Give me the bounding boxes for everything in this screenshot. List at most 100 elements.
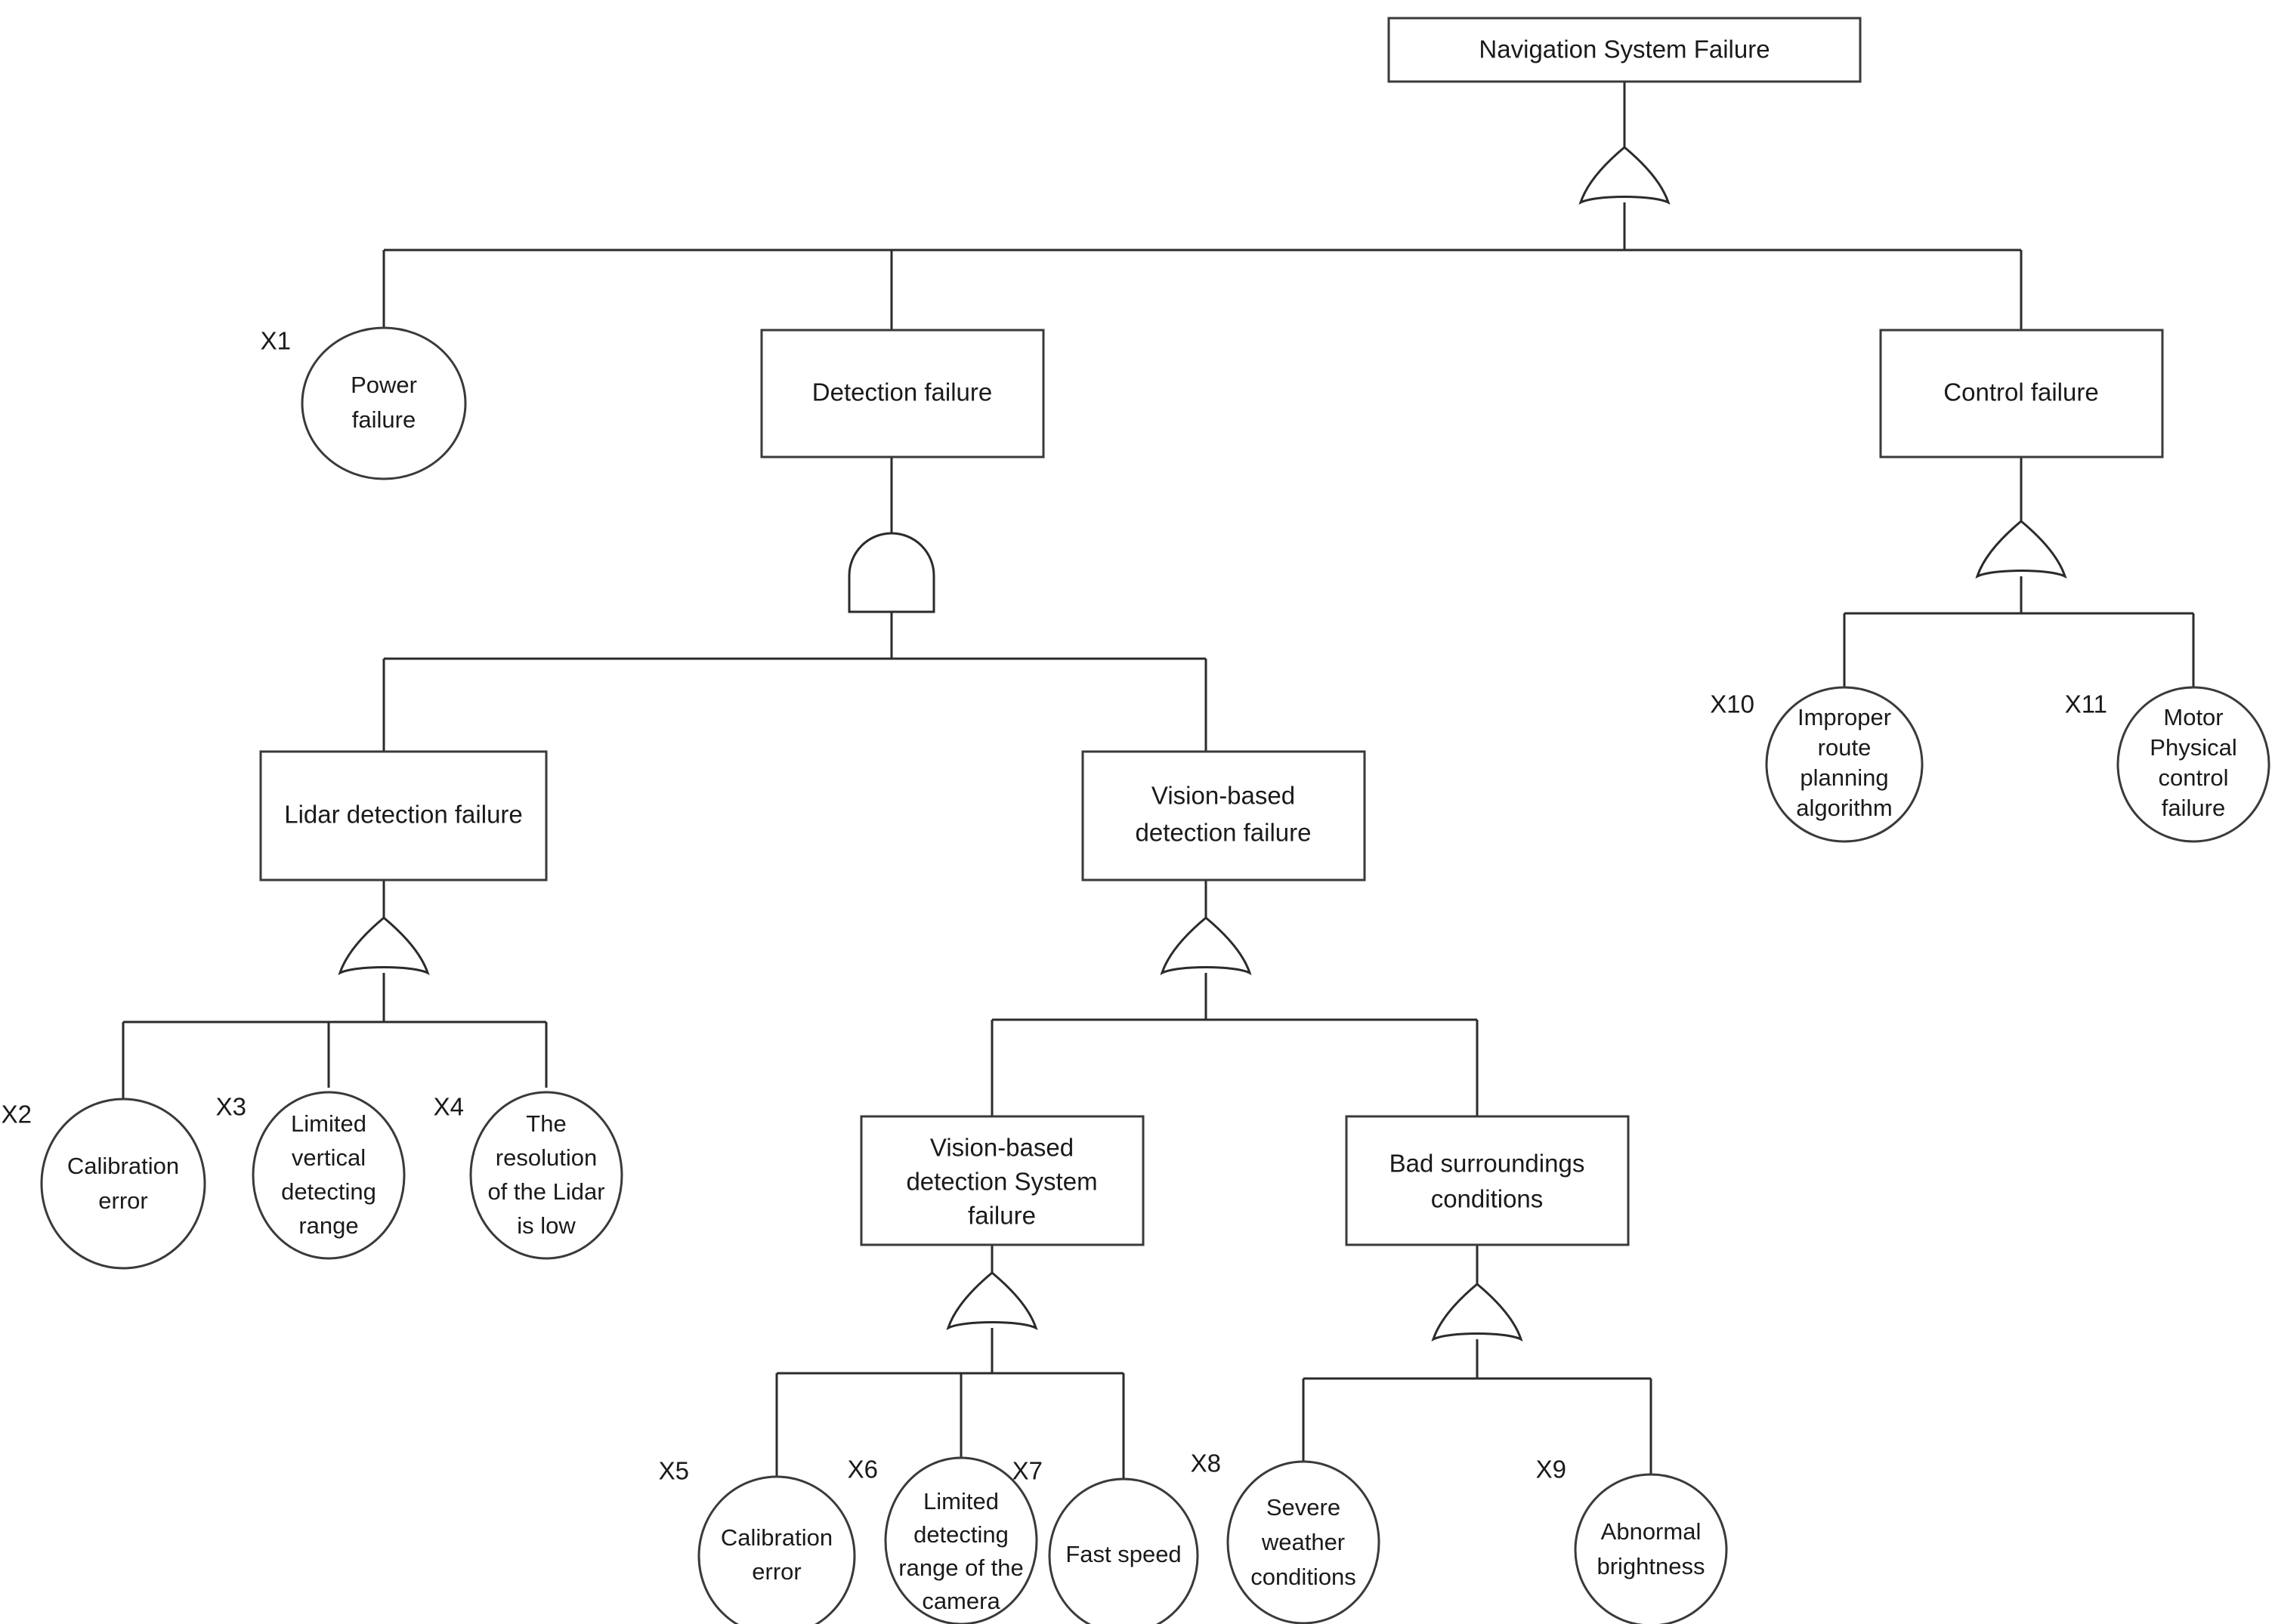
x1-line-2: failure (352, 406, 416, 433)
x6-tag: X6 (848, 1456, 878, 1484)
control-failure-box[interactable] (1879, 329, 2164, 458)
x4-ellipse[interactable] (469, 1091, 623, 1260)
x2-line-1: Calibration (67, 1153, 179, 1179)
x6-line-4: camera (922, 1588, 1000, 1614)
vision-based-detection-system-failure-box[interactable] (860, 1115, 1145, 1246)
top-event-label: Navigation System Failure (1479, 36, 1770, 63)
x5-line-1: Calibration (721, 1524, 833, 1551)
x11-line-3: control (2158, 764, 2228, 791)
x5-tag: X5 (659, 1457, 689, 1485)
gate-layer (338, 146, 2067, 1341)
node-x6-limited-detecting-range-camera[interactable]: X6 Limited detecting range of the camera (848, 1456, 1038, 1624)
bad-surroundings-line-1: Bad surroundings (1389, 1150, 1585, 1178)
bad-surroundings-conditions-box[interactable] (1345, 1115, 1630, 1246)
vision-based-detection-failure-box[interactable] (1081, 750, 1366, 881)
vision-system-failure-line-3: failure (968, 1202, 1036, 1230)
node-x8-severe-weather-conditions[interactable]: X8 Severe weather conditions (1191, 1450, 1380, 1624)
x8-ellipse[interactable] (1226, 1460, 1380, 1624)
and-gate-detection (848, 532, 935, 613)
x3-line-4: range (298, 1212, 358, 1239)
x7-tag: X7 (1012, 1457, 1043, 1485)
x9-line-1: Abnormal (1601, 1518, 1702, 1545)
vision-system-failure-line-1: Vision-based (930, 1134, 1074, 1162)
x4-line-3: of the Lidar (487, 1178, 604, 1205)
x10-line-4: algorithm (1796, 795, 1893, 821)
node-bad-surroundings-conditions[interactable]: Bad surroundings conditions (1345, 1115, 1630, 1246)
bad-surroundings-line-2: conditions (1431, 1185, 1544, 1213)
x11-line-4: failure (2162, 795, 2225, 821)
x1-ellipse[interactable] (301, 326, 467, 480)
x4-tag: X4 (434, 1093, 464, 1121)
node-x9-abnormal-brightness[interactable]: X9 Abnormal brightness (1536, 1456, 1728, 1624)
x10-line-2: route (1818, 734, 1872, 761)
x10-line-3: planning (1800, 764, 1888, 791)
or-gate-control (1975, 520, 2067, 579)
lidar-detection-failure-label: Lidar detection failure (284, 801, 523, 829)
detection-failure-label: Detection failure (812, 378, 992, 406)
lidar-detection-failure-box[interactable] (259, 750, 548, 881)
x10-line-1: Improper (1797, 704, 1891, 730)
node-x1-power-failure[interactable]: X1 Power failure (261, 326, 467, 480)
x10-tag: X10 (1710, 690, 1754, 718)
x9-tag: X9 (1536, 1456, 1566, 1484)
x11-line-2: Physical (2150, 734, 2236, 761)
x6-line-2: detecting (913, 1521, 1009, 1548)
node-x5-calibration-error[interactable]: X5 Calibration error (659, 1457, 856, 1624)
x9-line-2: brightness (1597, 1553, 1705, 1579)
vision-system-failure-line-2: detection System (906, 1168, 1097, 1196)
x5-ellipse[interactable] (697, 1475, 856, 1624)
node-x2-calibration-error[interactable]: X2 Calibration error (2, 1098, 206, 1270)
x3-line-2: vertical (292, 1144, 366, 1171)
x5-line-2: error (752, 1558, 801, 1585)
or-gate-vision-system (946, 1271, 1038, 1330)
x8-tag: X8 (1191, 1450, 1221, 1477)
node-navigation-system-failure[interactable]: Navigation System Failure (1387, 17, 1862, 83)
x7-line-1: Fast speed (1065, 1541, 1181, 1567)
top-event-box[interactable] (1387, 17, 1862, 83)
x6-line-3: range of the (898, 1555, 1023, 1581)
node-vision-based-detection-failure[interactable]: Vision-based detection failure (1081, 750, 1366, 881)
or-gate-bad-surroundings (1431, 1283, 1523, 1341)
x2-ellipse[interactable] (40, 1098, 206, 1270)
x6-ellipse[interactable] (884, 1456, 1038, 1624)
x10-ellipse[interactable] (1765, 686, 1924, 843)
x8-line-2: weather (1261, 1529, 1345, 1555)
x7-ellipse[interactable] (1048, 1477, 1199, 1624)
x11-tag: X11 (2065, 690, 2107, 718)
x3-ellipse[interactable] (252, 1091, 406, 1260)
x8-line-3: conditions (1250, 1564, 1356, 1590)
node-x11-motor-physical-control-failure[interactable]: X11 Motor Physical control failure (2065, 686, 2270, 843)
node-x4-lidar-resolution-low[interactable]: X4 The resolution of the Lidar is low (434, 1091, 623, 1260)
x11-line-1: Motor (2163, 704, 2223, 730)
x4-line-2: resolution (496, 1144, 597, 1171)
node-detection-failure[interactable]: Detection failure (760, 329, 1045, 458)
x2-tag: X2 (2, 1101, 32, 1128)
vision-based-detection-failure-line-1: Vision-based (1151, 782, 1295, 810)
x4-line-1: The (526, 1110, 566, 1137)
edge-layer (122, 82, 2195, 1480)
or-gate-visionbased (1160, 916, 1252, 975)
node-lidar-detection-failure[interactable]: Lidar detection failure (259, 750, 548, 881)
x1-tag: X1 (261, 327, 291, 355)
x3-tag: X3 (216, 1093, 246, 1121)
x3-line-1: Limited (291, 1110, 366, 1137)
vision-based-detection-failure-line-2: detection failure (1136, 819, 1312, 847)
x11-ellipse[interactable] (2116, 686, 2270, 843)
x3-line-3: detecting (281, 1178, 376, 1205)
x2-line-2: error (98, 1187, 147, 1214)
x6-line-1: Limited (923, 1488, 999, 1514)
x8-line-1: Severe (1266, 1494, 1340, 1521)
node-x3-limited-vertical-detecting-range[interactable]: X3 Limited vertical detecting range (216, 1091, 406, 1260)
detection-failure-box[interactable] (760, 329, 1045, 458)
or-gate-top (1578, 146, 1671, 205)
node-control-failure[interactable]: Control failure (1879, 329, 2164, 458)
x4-line-4: is low (517, 1212, 576, 1239)
node-x10-improper-route-planning-algorithm[interactable]: X10 Improper route planning algorithm (1710, 686, 1924, 843)
control-failure-label: Control failure (1943, 378, 2098, 406)
x9-ellipse[interactable] (1574, 1473, 1728, 1624)
node-x7-fast-speed[interactable]: X7 Fast speed (1012, 1457, 1199, 1624)
node-vision-based-detection-system-failure[interactable]: Vision-based detection System failure (860, 1115, 1145, 1246)
x1-line-1: Power (351, 372, 417, 398)
